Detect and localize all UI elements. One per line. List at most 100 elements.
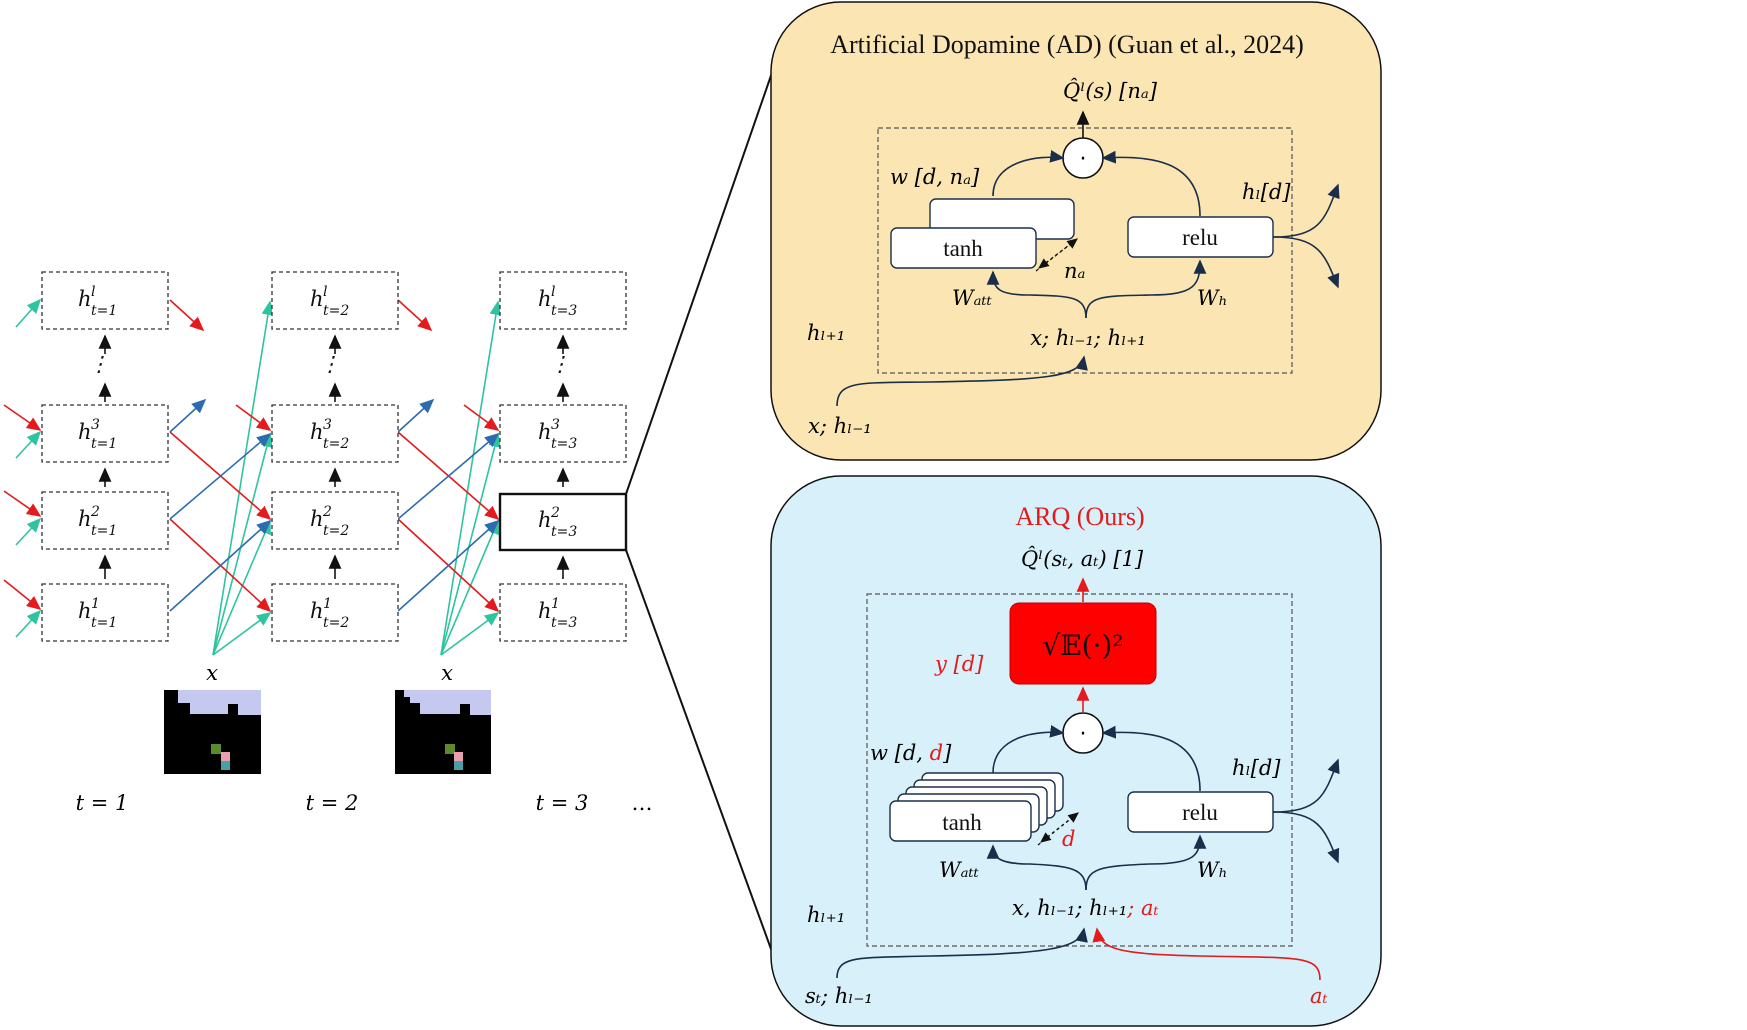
node-subscript: t=1: [91, 523, 117, 539]
node-subscript: t=2: [323, 436, 349, 452]
arq-input-label: sₜ; hₗ₋₁: [805, 984, 873, 1008]
node-subscript: t=1: [91, 303, 117, 319]
vdots: ⋮: [550, 352, 571, 376]
node-superscript: l: [323, 284, 327, 300]
node-label-h: h: [310, 599, 324, 623]
arq-rms-label: √𝔼(·)²: [1042, 629, 1123, 662]
node-superscript: 1: [551, 596, 560, 612]
ad-hl-output-label: hₗ[d]: [1242, 180, 1291, 204]
input-x-label: x: [206, 661, 218, 685]
node-label-h: h: [78, 507, 92, 531]
ad-module-boundary: [877, 127, 1293, 374]
node-superscript: 3: [323, 417, 332, 433]
arq-action-arrow: [1092, 927, 1321, 981]
ad-wh-label: Wₕ: [1197, 286, 1228, 310]
vdots: ⋮: [320, 352, 341, 376]
arq-rms-box: [1009, 602, 1157, 685]
node-subscript: t=3: [551, 615, 577, 631]
node-subscript: t=3: [551, 436, 577, 452]
node-label-h: h: [78, 287, 92, 311]
node-subscript: t=2: [323, 303, 349, 319]
node-label-h: h: [310, 507, 324, 531]
ellipsis: …: [632, 791, 653, 815]
node-superscript: 2: [90, 504, 100, 520]
ad-tanh-box: [890, 227, 1037, 269]
arq-tanh-stack: [889, 772, 1064, 842]
node-h-l-t2: [271, 271, 399, 330]
node-h-l-t3: [499, 271, 627, 330]
arq-dot-symbol: ·: [1080, 722, 1087, 747]
ad-concat-label: x; hₗ₋₁; hₗ₊₁: [1030, 326, 1146, 350]
node-superscript: l: [91, 284, 95, 300]
arq-action-label: aₜ: [1310, 984, 1328, 1008]
unrolled-network: h l t=1 ⋮ h 3 t=1 h 2 t=1 h 1 t=1 t = 1: [3, 63, 776, 961]
arq-y-label: y [d]: [934, 652, 984, 676]
observation-image-t1: [164, 690, 261, 774]
node-label-h: h: [538, 599, 552, 623]
node-label-h: h: [310, 420, 324, 444]
arq-w-label: w [d, d]: [870, 741, 952, 765]
node-superscript: 3: [551, 417, 560, 433]
node-superscript: l: [551, 284, 555, 300]
arq-tanh-box: [889, 800, 1032, 842]
node-h-1-t1: [41, 583, 169, 642]
arq-concat-label: x, hₗ₋₁; hₗ₊₁; aₜ: [1012, 896, 1159, 920]
arq-tanh-label: tanh: [942, 810, 982, 835]
column-t3: h l t=3 ⋮ h 3 t=3 h 2 t=3 h 1 t=3 t = 3: [498, 271, 628, 815]
column-t1: h l t=1 ⋮ h 3 t=1 h 2 t=1 h 1 t=1 t = 1: [41, 271, 169, 815]
arq-output-label: Q̂ˡ(sₜ, aₜ) [1]: [1021, 547, 1144, 571]
ad-hnext-label: hₗ₊₁: [807, 321, 845, 345]
node-superscript: 1: [91, 596, 100, 612]
ad-panel-background: [770, 1, 1382, 461]
arq-hnext-label: hₗ₊₁: [807, 903, 845, 927]
node-subscript: t=3: [551, 303, 577, 319]
timestep-label: t = 3: [536, 791, 589, 815]
ad-w-label: w [d, nₐ]: [890, 165, 980, 189]
timestep-label: t = 2: [306, 791, 359, 815]
node-h-3-t2: [271, 404, 399, 463]
node-label-h: h: [538, 420, 552, 444]
connections: [3, 298, 503, 656]
ad-relu-label: relu: [1182, 225, 1218, 250]
node-h-1-t2: [271, 583, 399, 642]
node-h-2-t1: [41, 491, 169, 550]
arq-panel: ARQ (Ours) Q̂ˡ(sₜ, aₜ) [1] √𝔼(·)² y [d] …: [770, 475, 1382, 1027]
column-t2: h l t=2 ⋮ h 3 t=2 h 2 t=2 h 1 t=2 t = 2: [271, 271, 399, 815]
node-h-1-t3: [499, 583, 627, 642]
timestep-label: t = 1: [76, 791, 129, 815]
node-label-h: h: [538, 287, 552, 311]
ad-panel-title: Artificial Dopamine (AD) (Guan et al., 2…: [830, 30, 1304, 59]
zoom-line-top: [625, 63, 776, 495]
bottom-up-arrows-blue: [169, 398, 500, 612]
observation-image-t2: [395, 690, 491, 774]
ad-watt-label: Wₐₜₜ: [952, 286, 992, 310]
node-label-h: h: [310, 287, 324, 311]
arq-relu-label: relu: [1182, 800, 1218, 825]
node-h-3-t1: [41, 404, 169, 463]
ad-tanh-label: tanh: [943, 236, 983, 261]
ad-panel: Artificial Dopamine (AD) (Guan et al., 2…: [770, 1, 1382, 461]
node-h-l-t1: [41, 271, 169, 330]
node-superscript: 1: [323, 596, 332, 612]
arq-hl-output-label: hₗ[d]: [1232, 756, 1281, 780]
node-h-2-t2: [271, 491, 399, 550]
ad-na-label: nₐ: [1064, 259, 1085, 283]
node-h-3-t3: [499, 404, 627, 463]
node-label-h: h: [78, 599, 92, 623]
arq-panel-title: ARQ (Ours): [1015, 502, 1144, 531]
node-superscript: 2: [550, 505, 560, 521]
ad-output-label: Q̂ˡ(s) [nₐ]: [1063, 79, 1158, 103]
node-superscript: 2: [322, 504, 332, 520]
node-subscript: t=1: [91, 615, 117, 631]
ad-input-label: x; hₗ₋₁: [808, 414, 872, 438]
zoom-line-bottom: [625, 549, 776, 961]
arq-module-boundary: [866, 593, 1293, 947]
node-subscript: t=2: [323, 523, 349, 539]
node-subscript: t=3: [551, 524, 577, 540]
ad-dot-symbol: ·: [1080, 147, 1087, 172]
input-arrows-teal: [15, 298, 503, 656]
arq-wh-label: Wₕ: [1197, 858, 1228, 882]
node-label-h: h: [538, 508, 552, 532]
node-subscript: t=1: [91, 436, 117, 452]
vdots: ⋮: [89, 352, 110, 376]
